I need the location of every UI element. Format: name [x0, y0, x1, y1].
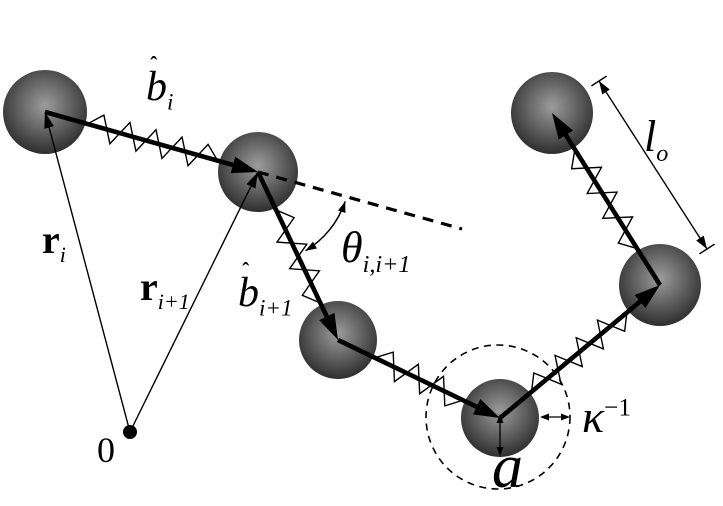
bond-vector	[498, 294, 648, 420]
bond-angle-symbol: θ	[341, 223, 363, 272]
label-bead-radius: a	[492, 436, 523, 498]
position-vector	[129, 182, 254, 433]
position-vector-i1-subscript: i+1	[157, 289, 190, 314]
screening-length-superscript: −1	[604, 393, 632, 422]
bond-vector	[255, 171, 333, 325]
angle-arc	[305, 201, 346, 252]
hat-accent-icon: ˆ	[150, 51, 158, 76]
screening-length-arrowhead-icon	[561, 413, 570, 421]
dimension-tick	[591, 75, 607, 87]
label-inverse-screening-length: κ−1	[582, 394, 631, 440]
equilibrium-length-symbol: l	[644, 112, 657, 161]
position-vector-i1-symbol: r	[140, 264, 158, 309]
dashed-extension-line	[257, 170, 463, 231]
bond-arrowhead-icon	[634, 285, 660, 309]
angle-arc-arrowhead-icon	[337, 201, 346, 214]
dimension-arrowhead-icon	[696, 235, 707, 249]
position-vector-i-subscript: i	[59, 242, 66, 267]
bond-vector-i1-subscript: i+1	[259, 294, 293, 321]
label-position-vector-i: ri	[42, 220, 66, 266]
spring-zigzag	[570, 149, 638, 250]
bond-arrowhead-icon	[472, 399, 500, 418]
bond-vector	[559, 127, 662, 287]
angle-arc-arrowhead-icon	[305, 241, 318, 251]
position-vector-i-symbol: r	[42, 217, 60, 262]
bead-radius-arrowhead-icon	[496, 414, 504, 423]
bond-arrowhead-icon	[319, 312, 338, 340]
label-equilibrium-bond-length: lo	[644, 115, 668, 166]
spring-zigzag	[87, 114, 219, 168]
hat-accent-icon: ˆ	[242, 257, 250, 282]
bond-vector-i1-symbol: b	[238, 270, 259, 316]
dimension-arrowhead-icon	[599, 81, 610, 95]
label-bond-angle: θi,i+1	[341, 226, 411, 277]
bond-arrowhead-icon	[552, 113, 574, 140]
dimension-tick	[699, 243, 715, 255]
position-vector-arrowhead-icon	[246, 172, 258, 189]
position-vector	[47, 123, 131, 433]
bond-vector	[337, 337, 485, 413]
origin-symbol: 0	[97, 430, 115, 470]
screening-length-arrowhead-icon	[540, 413, 549, 421]
origin-dot	[123, 425, 137, 439]
label-position-vector-i-plus-1: ri+1	[140, 267, 190, 313]
bond-vector-i-subscript: i	[167, 88, 174, 115]
screening-length-symbol: κ	[582, 391, 605, 442]
bead-radius-symbol: a	[492, 433, 523, 501]
bond-arrowhead-icon	[230, 156, 258, 174]
equilibrium-length-subscript: o	[656, 139, 669, 167]
position-vector-arrowhead-icon	[44, 112, 54, 129]
label-origin: 0	[97, 432, 115, 468]
bond-vector-i-symbol: b	[146, 64, 167, 110]
dimension-line	[598, 80, 708, 250]
bond-vector	[44, 109, 242, 170]
bond-angle-subscript: i,i+1	[362, 250, 411, 278]
bead-radius-arrowhead-icon	[496, 447, 504, 456]
